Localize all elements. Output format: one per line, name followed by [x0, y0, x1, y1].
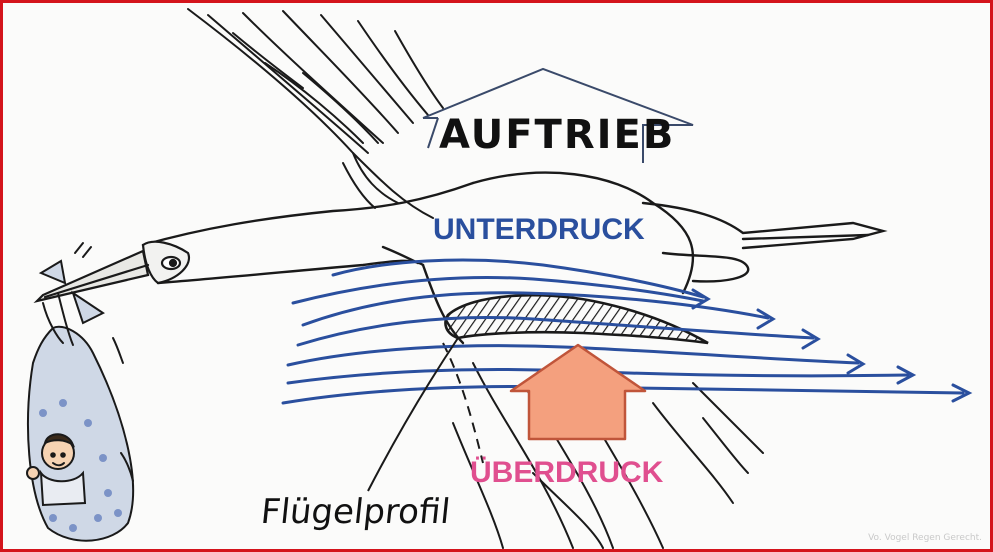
credit-text: Vo. Vogel Regen Gerecht. [868, 533, 982, 543]
airfoil-label: Flügelprofil [258, 492, 453, 532]
airfoil-leader-line [367, 337, 459, 492]
lower-wing [452, 362, 764, 549]
airfoil-profile [444, 293, 709, 345]
lift-arrow [422, 67, 694, 163]
lift-label: AUFTRIEB [439, 112, 676, 158]
airflow-arrowheads [691, 288, 973, 403]
high-pressure-label: ÜBERDRUCK [470, 456, 664, 489]
high-pressure-arrow [509, 343, 647, 441]
stork-head [33, 240, 191, 303]
upper-wing [187, 8, 444, 219]
baby-bundle [26, 242, 135, 542]
stork-airfoil-illustration [26, 8, 973, 549]
low-pressure-label: UNTERDRUCK [433, 213, 645, 246]
